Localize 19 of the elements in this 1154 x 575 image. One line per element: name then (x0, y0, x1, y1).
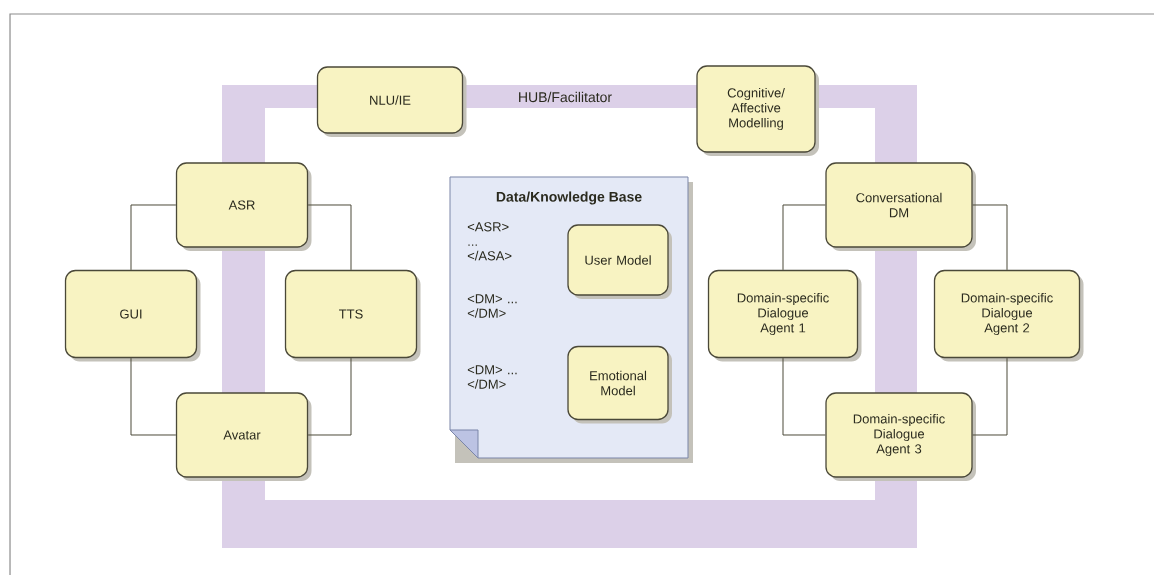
connector-line (307, 204, 352, 271)
module-box: Domain-specific Dialogue Agent 2 (933, 269, 1084, 362)
module-box: Cognitive/ Affective Modelling (696, 65, 819, 156)
connector-line (782, 357, 826, 436)
module-box: Domain-specific Dialogue Agent 3 (825, 392, 976, 481)
module-box: Domain-specific Dialogue Agent 1 (707, 269, 862, 362)
module-box: Avatar (175, 392, 312, 481)
module-box: Conversational DM (825, 162, 976, 251)
module-box: NLU/IE (316, 66, 467, 137)
connector-line (130, 357, 177, 436)
module-box: TTS (284, 269, 421, 362)
connector-line (972, 357, 1008, 436)
connector-line (307, 357, 352, 436)
connector-line (130, 204, 177, 271)
connector-line (972, 204, 1008, 271)
connector-line (782, 204, 826, 271)
module-box: GUI (64, 269, 201, 362)
band-label: HUB/Facilitator (519, 91, 612, 103)
module-box: ASR (175, 162, 312, 251)
